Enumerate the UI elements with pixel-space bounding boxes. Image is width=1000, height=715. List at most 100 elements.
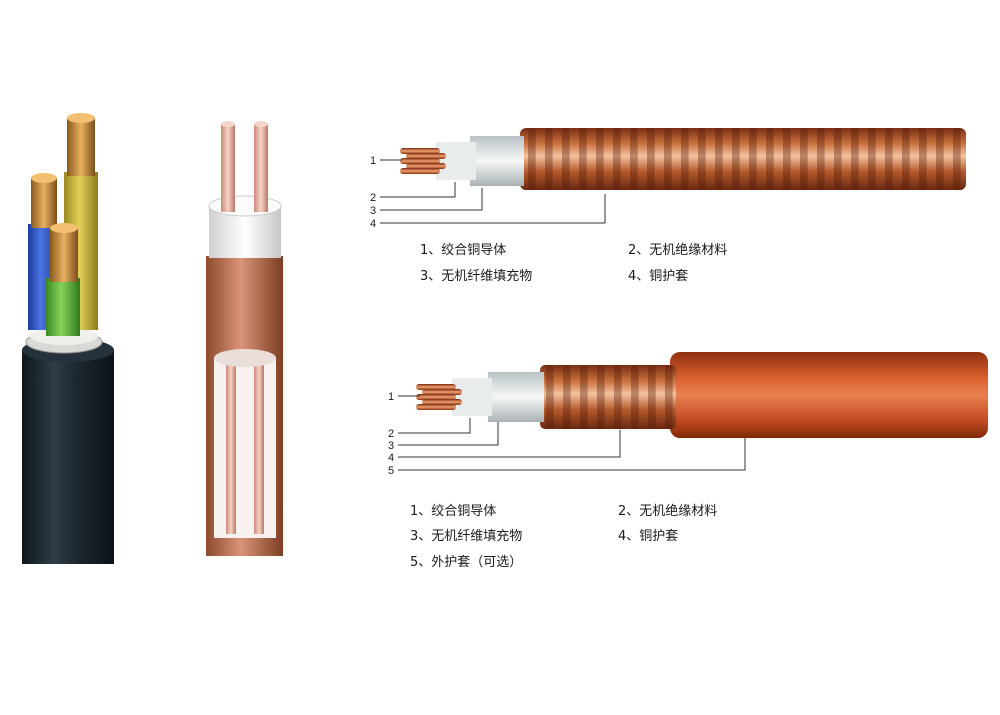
bottom-leader-lines [398, 395, 746, 471]
bottom-corrugation-ribs [546, 365, 673, 429]
copper-strand [416, 384, 456, 390]
rod-right-tip [254, 121, 268, 127]
corrugation-rib [800, 128, 808, 190]
top-legend-item-1: 1、绞合铜导体 [420, 242, 506, 258]
corrugation-rib [597, 365, 605, 429]
rod-left-tip [221, 121, 235, 127]
corrugation-rib [580, 365, 588, 429]
bottom-insulation [452, 378, 492, 416]
top-insulation [436, 142, 476, 180]
top-leader-3 [380, 188, 483, 211]
corrugation-rib [664, 128, 672, 190]
corrugation-rib [817, 128, 825, 190]
corrugation-rib [563, 365, 571, 429]
copper-strand [422, 399, 462, 405]
top-callout-2: 2 [370, 192, 376, 204]
bottom-leader-3 [398, 422, 499, 446]
black-outer-sheath [22, 350, 114, 564]
top-leader-4 [380, 194, 606, 224]
corrugation-rib [545, 128, 553, 190]
multicore-cable-illustration [22, 113, 114, 564]
corrugation-rib [528, 128, 536, 190]
bottom-callout-1: 1 [388, 391, 394, 403]
bottom-legend: 1、绞合铜导体 2、无机绝缘材料 3、无机纤维填充物 4、铜护套 5、外护套（可… [410, 503, 717, 570]
corrugation-rib [546, 365, 554, 429]
bottom-stranded-conductor [416, 384, 462, 410]
corrugation-rib [936, 128, 944, 190]
corrugation-rib [902, 128, 910, 190]
top-legend: 1、绞合铜导体 2、无机绝缘材料 3、无机纤维填充物 4、铜护套 [420, 242, 727, 284]
corrugation-rib [919, 128, 927, 190]
top-legend-item-4: 4、铜护套 [628, 268, 688, 284]
bottom-legend-item-4: 4、铜护套 [618, 528, 678, 544]
top-callout-3: 3 [370, 205, 376, 217]
bottom-leader-5 [398, 438, 746, 471]
corrugation-rib [579, 128, 587, 190]
corrugation-rib [783, 128, 791, 190]
corrugation-rib [681, 128, 689, 190]
bottom-legend-item-1: 1、绞合铜导体 [410, 503, 496, 519]
blue-strands [31, 178, 57, 228]
bottom-legend-item-3: 3、无机纤维填充物 [410, 528, 522, 544]
corrugation-rib [596, 128, 604, 190]
two-core-mi-cable-illustration [206, 121, 283, 556]
corrugation-rib [614, 365, 622, 429]
bottom-corrugated-copper-sheath [540, 365, 676, 429]
corrugation-rib [631, 365, 639, 429]
top-callout-numbers: 1 2 3 4 [370, 155, 376, 230]
corrugation-rib [613, 128, 621, 190]
copper-strand [416, 404, 456, 410]
bottom-leader-2 [398, 418, 471, 434]
copper-strand [416, 394, 456, 400]
green-core [46, 278, 80, 336]
bottom-fiber-filler [488, 372, 544, 422]
yellow-strands [67, 118, 95, 176]
window-top-rim [214, 349, 276, 367]
corrugation-rib [732, 128, 740, 190]
conductor-rod-right [254, 124, 268, 212]
corrugation-rib [665, 365, 673, 429]
top-legend-item-3: 3、无机纤维填充物 [420, 268, 532, 284]
top-callout-4: 4 [370, 218, 376, 230]
top-leader-2 [380, 182, 456, 198]
copper-strand [422, 389, 462, 395]
copper-strand [400, 148, 440, 154]
bottom-callout-4: 4 [388, 452, 394, 464]
copper-strand [400, 158, 440, 164]
bottom-legend-item-2: 2、无机绝缘材料 [618, 503, 717, 519]
corrugation-rib [647, 128, 655, 190]
bottom-callout-2: 2 [388, 428, 394, 440]
copper-strand [406, 163, 446, 169]
top-legend-item-2: 2、无机绝缘材料 [628, 242, 727, 258]
top-corrugation-ribs [528, 128, 961, 190]
top-corrugated-copper-sheath [520, 128, 966, 190]
corrugation-rib [868, 128, 876, 190]
top-leader-lines [380, 159, 606, 224]
bottom-callout-numbers: 1 2 3 4 5 [388, 391, 394, 477]
top-fiber-filler [470, 136, 524, 186]
corrugation-rib [562, 128, 570, 190]
inner-rod-right [254, 362, 264, 534]
bottom-callout-5: 5 [388, 465, 394, 477]
copper-strand [406, 153, 446, 159]
corrugation-rib [766, 128, 774, 190]
corrugation-rib [885, 128, 893, 190]
top-callout-1: 1 [370, 155, 376, 167]
corrugation-rib [698, 128, 706, 190]
corrugation-rib [851, 128, 859, 190]
corrugation-rib [953, 128, 961, 190]
blue-strands-top [31, 173, 57, 183]
yellow-strands-top [67, 113, 95, 123]
bottom-legend-item-5: 5、外护套（可选） [410, 554, 522, 570]
green-strands-top [50, 223, 78, 233]
copper-strand [400, 168, 440, 174]
bottom-leader-4 [398, 430, 621, 458]
bottom-callout-3: 3 [388, 440, 394, 452]
corrugation-rib [715, 128, 723, 190]
corrugation-rib [834, 128, 842, 190]
corrugation-rib [630, 128, 638, 190]
sheath-window [214, 358, 276, 538]
insulation-top-face [208, 195, 282, 217]
inner-rod-left [226, 362, 236, 534]
